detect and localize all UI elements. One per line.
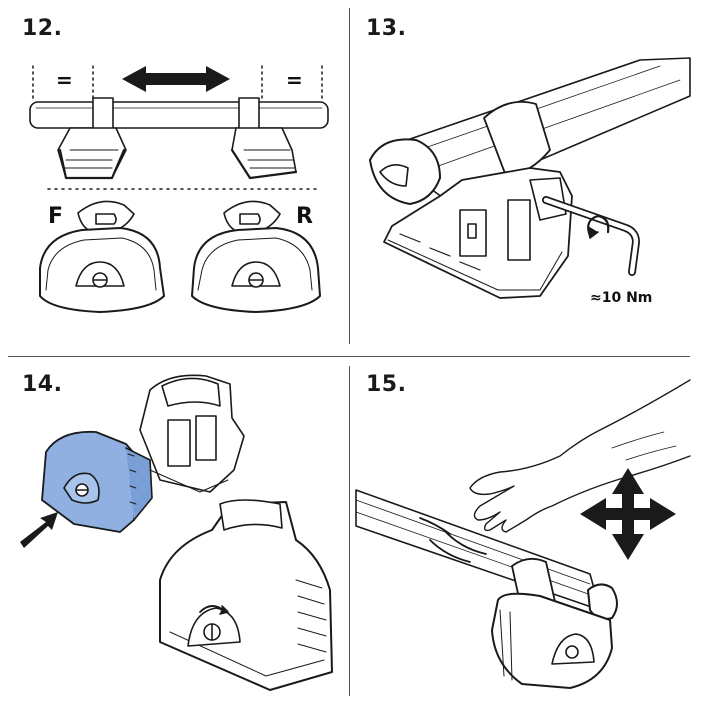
rear-label: R [296,204,313,229]
foot-side-right [230,127,298,180]
front-label: F [48,204,64,229]
alignment-guides [32,65,323,190]
foot-front-view-left [39,200,165,313]
foot-side-left [57,127,127,180]
step-number-15: 15. [366,372,407,397]
push-arrow-icon [20,512,58,548]
step-number-13: 13. [366,16,407,41]
vertical-divider-bottom [349,366,350,696]
foot-body [491,592,613,689]
step-number-12: 12. [22,16,63,41]
step-number-14: 14. [22,372,63,397]
equal-spacing-label-right: = [286,68,303,92]
motion-lines-icon [419,517,487,563]
horizontal-divider [8,356,690,357]
torque-label: ≈10 Nm [590,290,653,306]
vertical-divider-top [349,8,350,344]
four-way-arrow-icon [580,468,676,560]
hand-icon [469,379,691,533]
slide-arrow-icon [122,66,230,92]
equal-spacing-label-left: = [56,68,73,92]
foot-front-view-right [191,200,321,313]
